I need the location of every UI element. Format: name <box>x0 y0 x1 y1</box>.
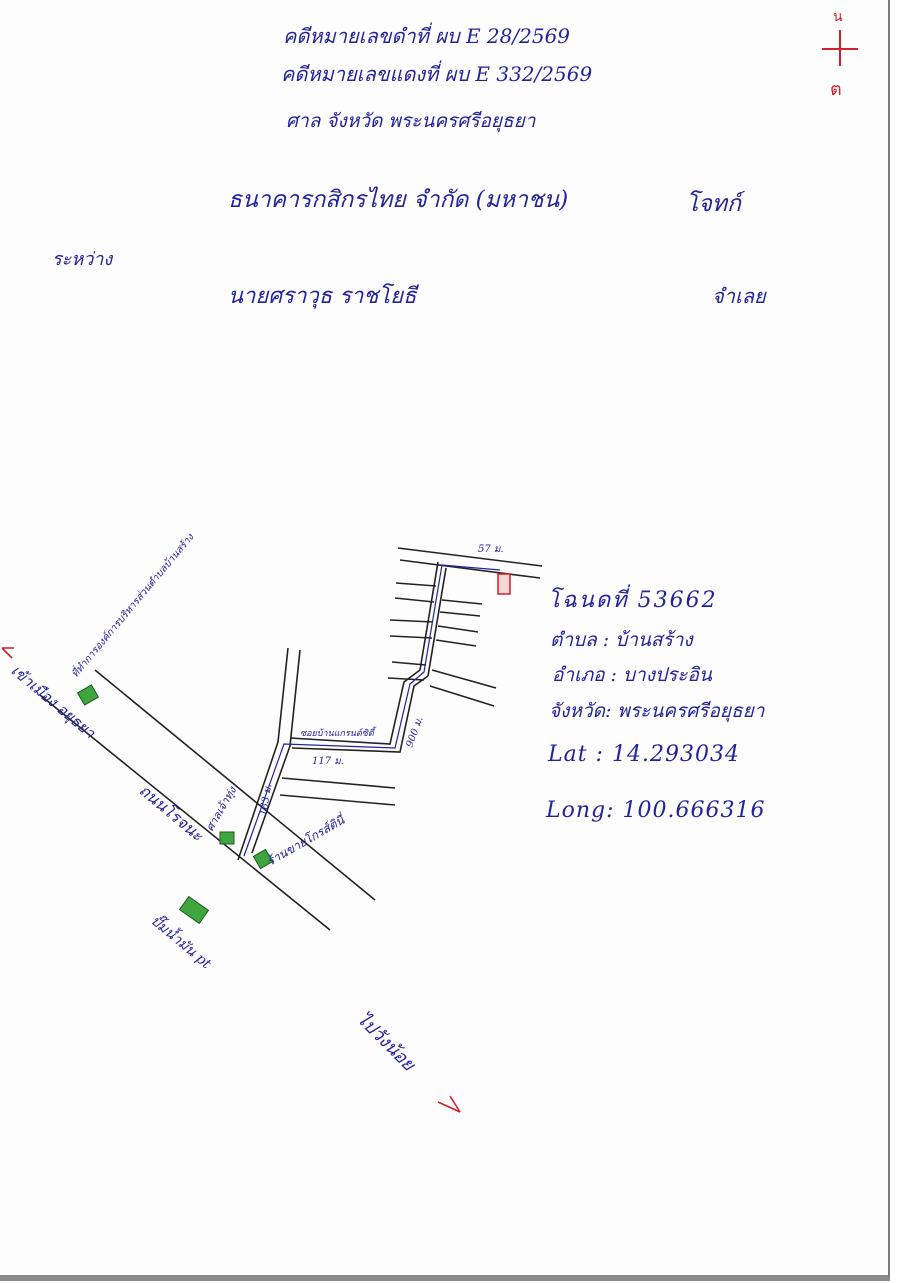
segment-117-label: 117 ม. <box>312 756 344 767</box>
page-number-mark: น ต <box>818 4 868 100</box>
black-case-number: คดีหมายเลขดำที่ ผบ E 28/2569 <box>283 24 571 48</box>
pump-marker <box>178 895 210 925</box>
route-line <box>243 564 501 857</box>
page-mark-bottom: ต <box>830 79 842 100</box>
court-name: ศาล จังหวัด พระนครศรีอยุธยา <box>286 110 536 132</box>
district: อำเภอ : บางประอิน <box>552 664 712 686</box>
main-road-edge-north <box>39 694 331 931</box>
location-map: 57 ม. ซอยบ้านแกรนด์ซิตี้ 117 ม. 900 ม. 1… <box>1 529 543 1113</box>
branch-road-west <box>237 647 289 861</box>
main-road-edge-south <box>94 669 376 901</box>
arrow-to-city <box>1 647 14 659</box>
lane-east <box>427 567 447 677</box>
lane-west <box>419 561 439 671</box>
to-wangnoi-label: ไปวังน้อย <box>352 1008 420 1076</box>
tambon-office-label: ที่ทำการองค์การบริหารส่วนตำบลบ้านสร้าง <box>68 529 198 680</box>
segment-900-label: 900 ม. <box>404 715 425 749</box>
between-label: ระหว่าง <box>52 249 113 270</box>
segment-183-label: 183 ม. <box>258 783 274 816</box>
red-case-number: คดีหมายเลขแดงที่ ผบ E 332/2569 <box>281 62 593 86</box>
defendant-role-label: จำเลย <box>712 284 766 308</box>
shop-marker <box>252 848 274 870</box>
pump-label: ปั๊มน้ำมัน pt <box>147 911 216 973</box>
subdistrict: ตำบล : บ้านสร้าง <box>550 629 693 651</box>
latitude: Lat : 14.293034 <box>548 742 740 767</box>
longitude: Long: 100.666316 <box>546 798 766 823</box>
branch-road-east <box>251 649 301 854</box>
plaintiff-name: ธนาคารกสิกรไทย จำกัด (มหาชน) <box>228 187 569 213</box>
cross-road-a <box>281 777 396 789</box>
province: จังหวัด: พระนครศรีอยุธยา <box>549 700 765 722</box>
top-road-a <box>397 547 543 567</box>
cross-road-b <box>279 794 396 806</box>
soi-south-edge <box>291 675 429 753</box>
top-distance-label: 57 ม. <box>478 544 504 555</box>
soi-label: ซอยบ้านแกรนด์ซิตี้ <box>300 726 377 739</box>
top-road-b <box>399 559 541 579</box>
page-mark-top: น <box>833 9 843 25</box>
shrine-marker <box>219 831 235 845</box>
page-mark-horizontal-stroke <box>822 48 858 50</box>
arrow-to-wangnoi <box>437 1095 461 1113</box>
plot-marker <box>497 573 511 595</box>
plaintiff-role-label: โจทก์ <box>686 191 741 217</box>
shrine-label: ศาลเจ้าทุ่ง <box>203 783 240 833</box>
defendant-name: นายศราวุธ ราชโยธี <box>228 284 417 309</box>
soi-north-edge <box>289 669 421 745</box>
road-name-label: ถนนโรจนะ <box>135 781 208 846</box>
tambon-office-marker <box>76 684 100 706</box>
deed-number: โฉนดที่ 53662 <box>548 588 718 613</box>
